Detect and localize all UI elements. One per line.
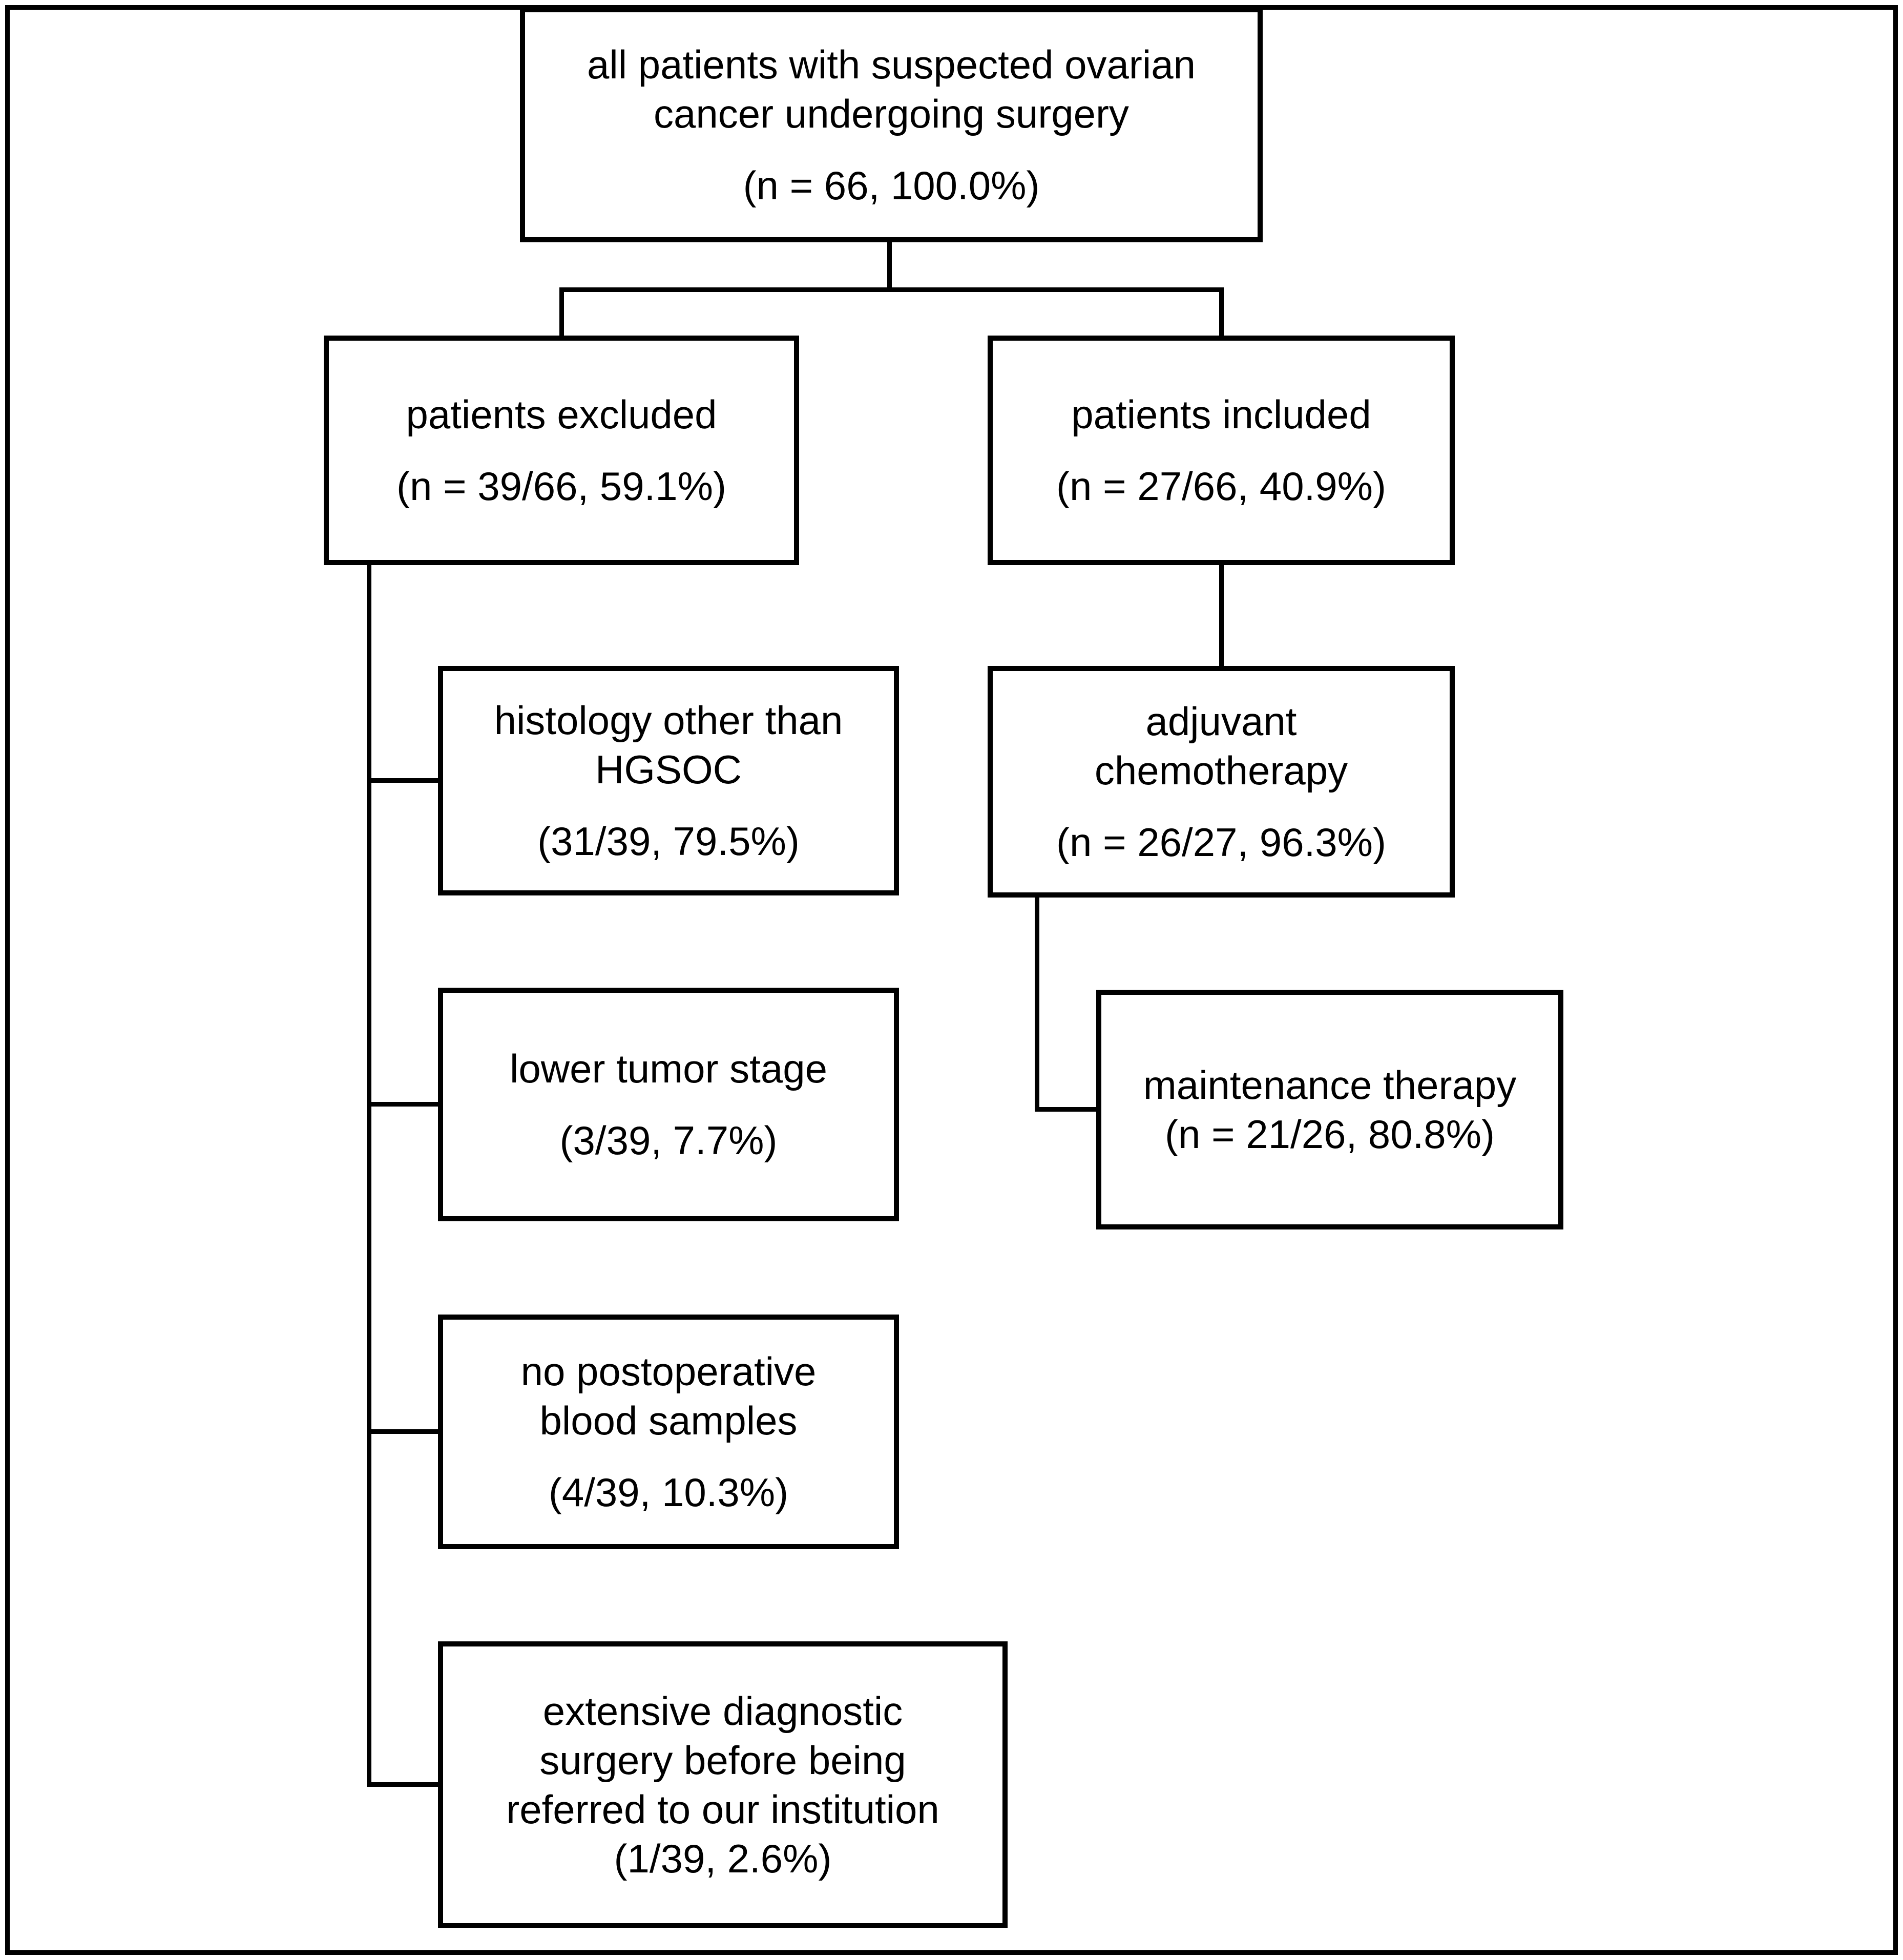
box-label-line: histology other than (494, 698, 843, 743)
box-label-line: patients excluded (406, 392, 717, 437)
box-stats: (n = 27/66, 40.9%) (1056, 464, 1386, 509)
box-label-line: referred to our institution (506, 1787, 939, 1832)
connector-drop-included (1219, 287, 1224, 338)
box-histology-other-than-hgsoc: histology other than HGSOC (31/39, 79.5%… (438, 666, 899, 895)
connector-adjuvant-trunk (1035, 895, 1039, 1112)
box-stats: (n = 26/27, 96.3%) (1056, 820, 1386, 865)
box-no-postoperative-blood-samples: no postoperative blood samples (4/39, 10… (438, 1315, 899, 1549)
box-label-line: adjuvant (1145, 699, 1297, 744)
connector-drop-excluded (559, 287, 564, 338)
box-label-line: all patients with suspected ovarian (587, 41, 1196, 87)
connector-stub-lower-stage (367, 1102, 441, 1107)
box-total-patients: all patients with suspected ovarian canc… (520, 7, 1263, 242)
box-stats: (n = 39/66, 59.1%) (396, 464, 726, 509)
box-label-line: surgery before being (539, 1738, 906, 1783)
connector-total-stem (887, 240, 892, 289)
connector-excluded-trunk (367, 563, 371, 1787)
box-label-line: patients included (1071, 392, 1371, 437)
box-label-line: blood samples (539, 1398, 798, 1443)
box-stats: (31/39, 79.5%) (537, 819, 800, 864)
connector-included-adjuvant (1219, 563, 1224, 668)
box-extensive-diagnostic-surgery: extensive diagnostic surgery before bein… (438, 1641, 1008, 1928)
box-adjuvant-chemotherapy: adjuvant chemotherapy (n = 26/27, 96.3%) (988, 666, 1455, 898)
box-patients-excluded: patients excluded (n = 39/66, 59.1%) (324, 336, 799, 565)
box-label-line: chemotherapy (1094, 748, 1348, 793)
connector-stub-extensive (367, 1782, 441, 1787)
box-label-line: cancer undergoing surgery (654, 91, 1129, 136)
box-stats: (4/39, 10.3%) (548, 1470, 789, 1515)
connector-stub-no-blood (367, 1429, 441, 1434)
box-stats: (n = 21/26, 80.8%) (1165, 1112, 1495, 1157)
box-label-line: maintenance therapy (1143, 1062, 1517, 1108)
connector-split-bar (559, 287, 1224, 292)
box-lower-tumor-stage: lower tumor stage (3/39, 7.7%) (438, 988, 899, 1221)
box-patients-included: patients included (n = 27/66, 40.9%) (988, 336, 1455, 565)
box-stats: (n = 66, 100.0%) (743, 162, 1040, 208)
connector-stub-maintenance (1035, 1107, 1099, 1112)
box-maintenance-therapy: maintenance therapy (n = 21/26, 80.8%) (1096, 990, 1563, 1229)
box-label-line: no postoperative (520, 1349, 817, 1394)
box-stats: (1/39, 2.6%) (614, 1836, 832, 1881)
box-label-line: lower tumor stage (510, 1046, 827, 1091)
box-stats: (3/39, 7.7%) (559, 1118, 778, 1163)
connector-stub-histology (367, 778, 441, 783)
box-label-line: HGSOC (595, 747, 742, 792)
box-label-line: extensive diagnostic (542, 1688, 903, 1734)
